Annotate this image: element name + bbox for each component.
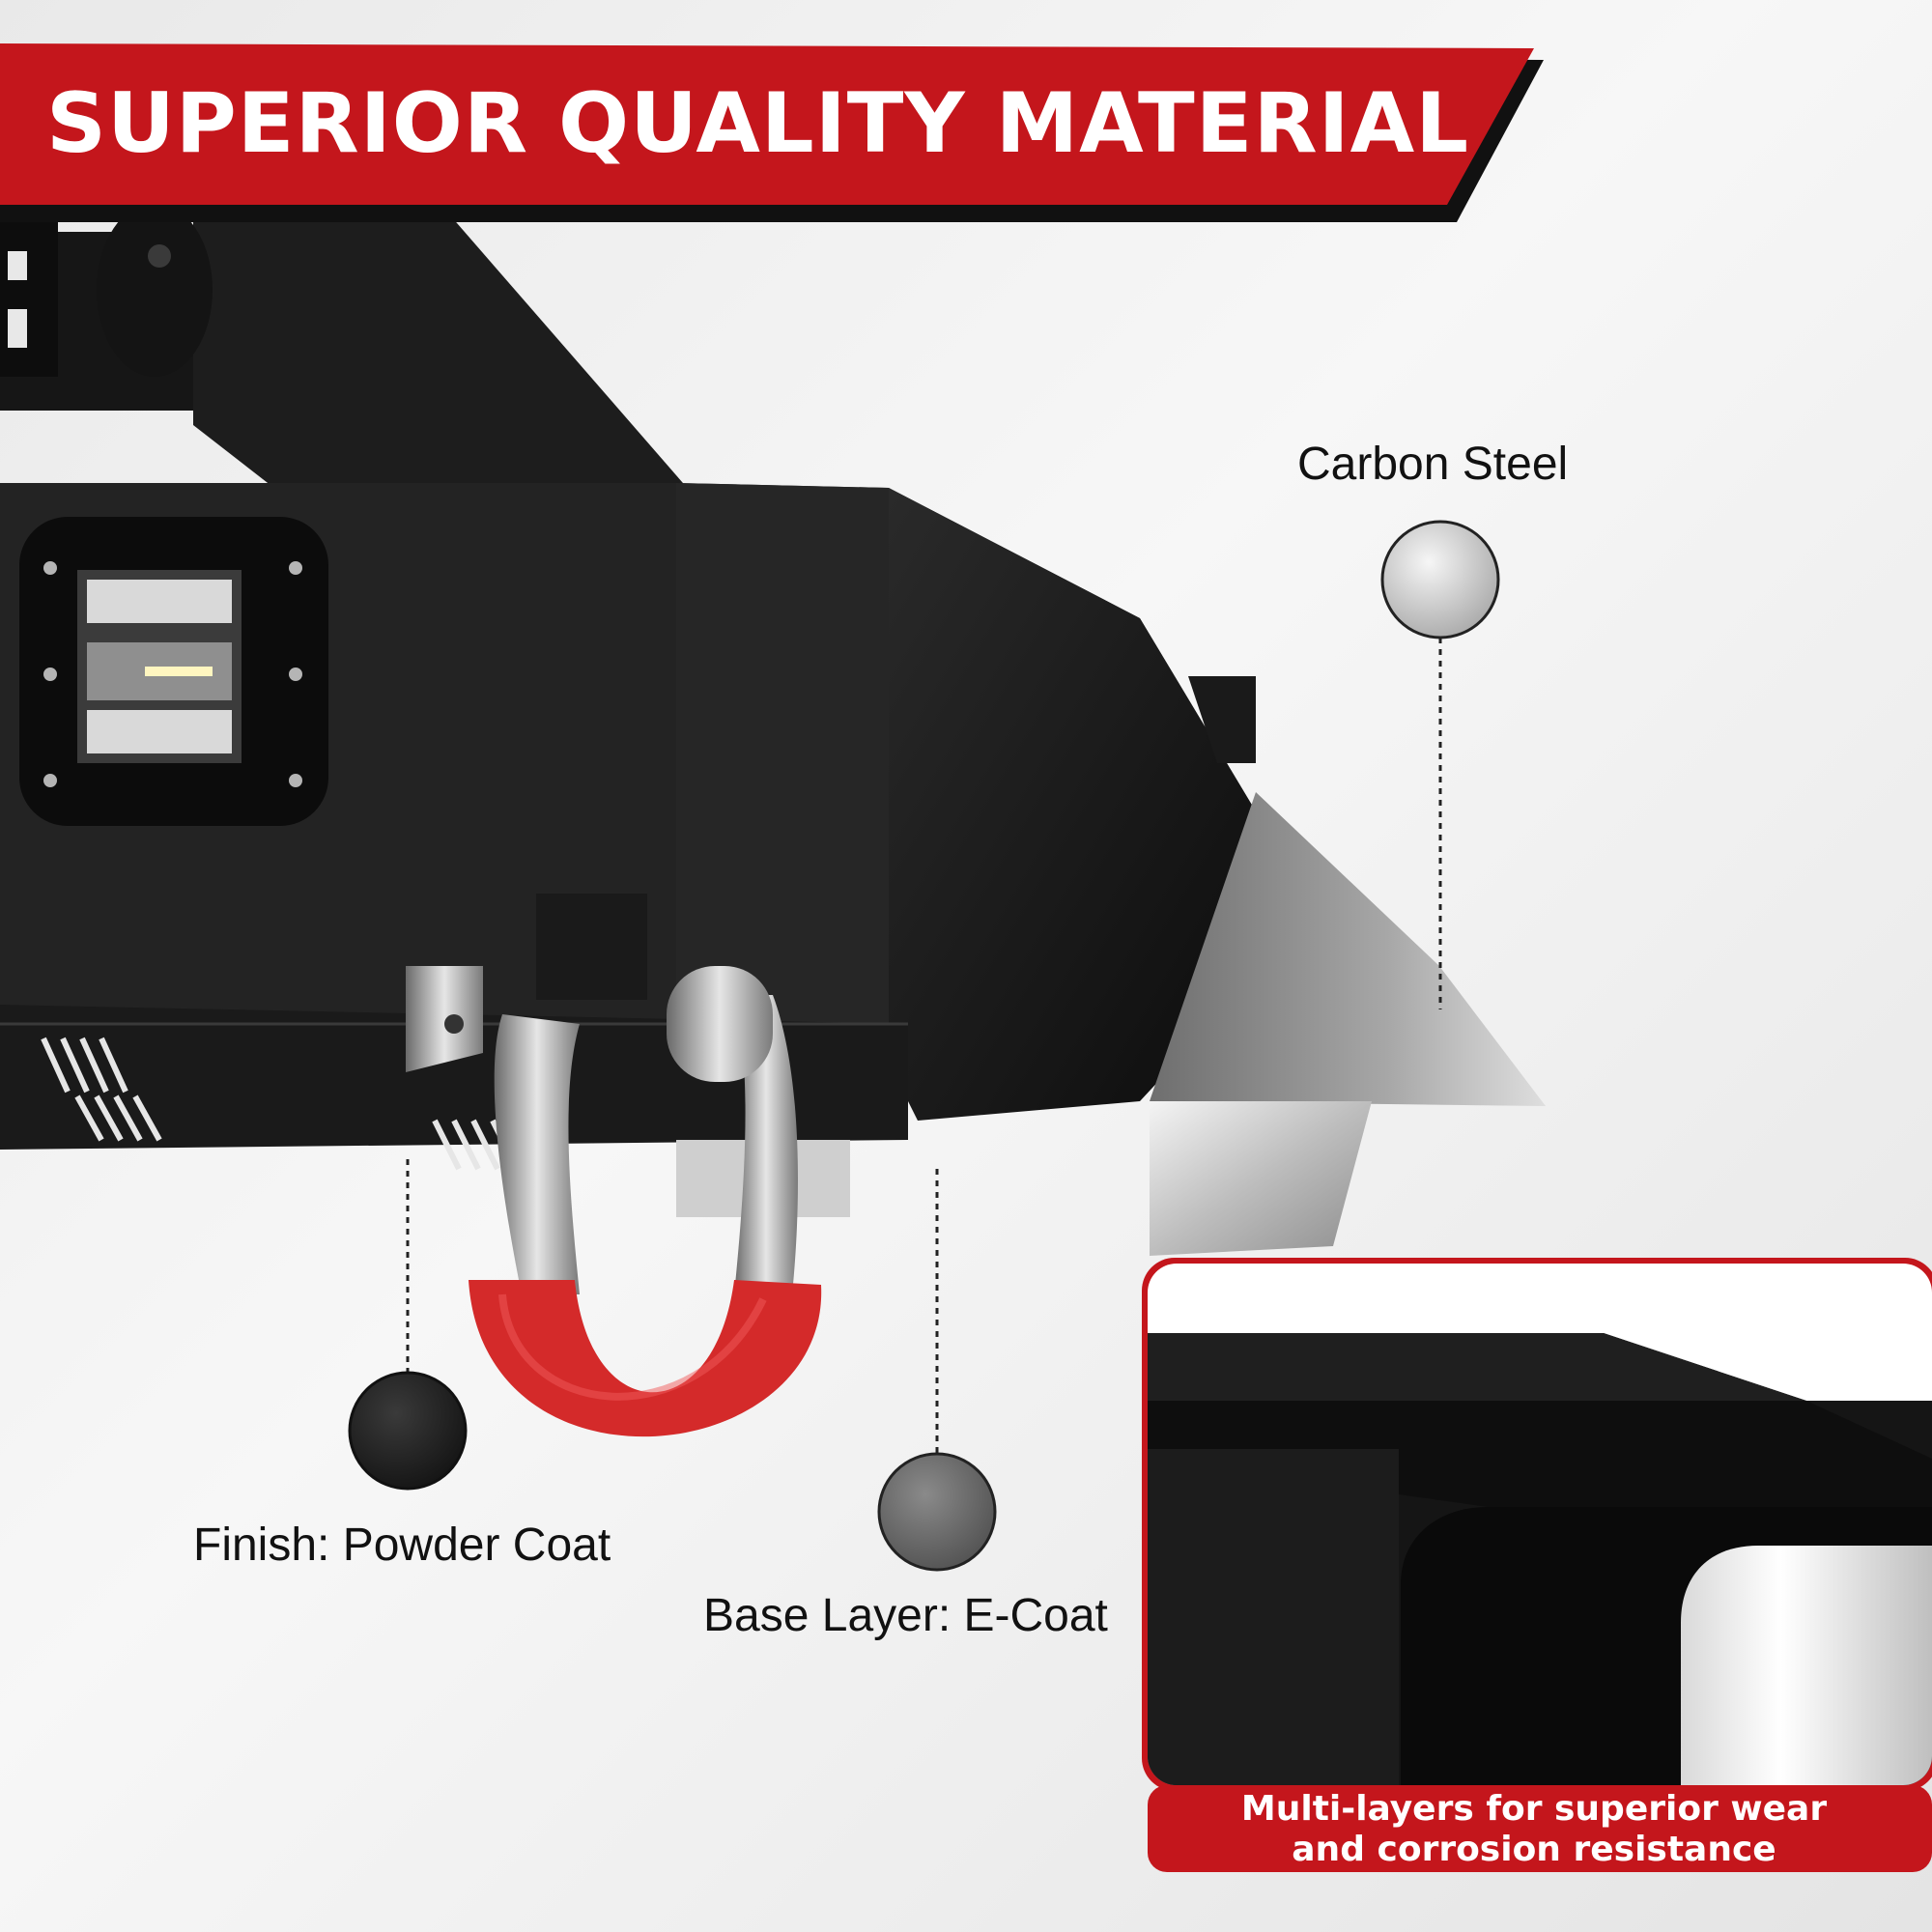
- title-banner: [0, 43, 1544, 222]
- e-coat-swatch: [877, 1452, 997, 1572]
- callout-leaders: [406, 638, 1442, 1454]
- inset-caption-line-1: Multi-layers for superior wear: [1240, 1789, 1828, 1829]
- carbon-steel-swatch: [1380, 520, 1500, 639]
- inset-caption-line-2: and corrosion resistance: [1292, 1830, 1776, 1869]
- e-coat-label: Base Layer: E-Coat: [703, 1590, 1108, 1641]
- led-work-light: [19, 517, 328, 826]
- inset-caption: Multi-layers for superior wear and corro…: [1148, 1789, 1920, 1870]
- powder-coat-swatch: [348, 1371, 468, 1491]
- powder-coat-label: Finish: Powder Coat: [193, 1520, 611, 1571]
- page-title: SUPERIOR QUALITY MATERIAL: [46, 75, 1470, 172]
- material-layers-inset: [1142, 1258, 1932, 1872]
- upper-light-pod: [0, 203, 213, 377]
- d-ring-shackle: [406, 894, 822, 1437]
- carbon-steel-label: Carbon Steel: [1297, 439, 1569, 490]
